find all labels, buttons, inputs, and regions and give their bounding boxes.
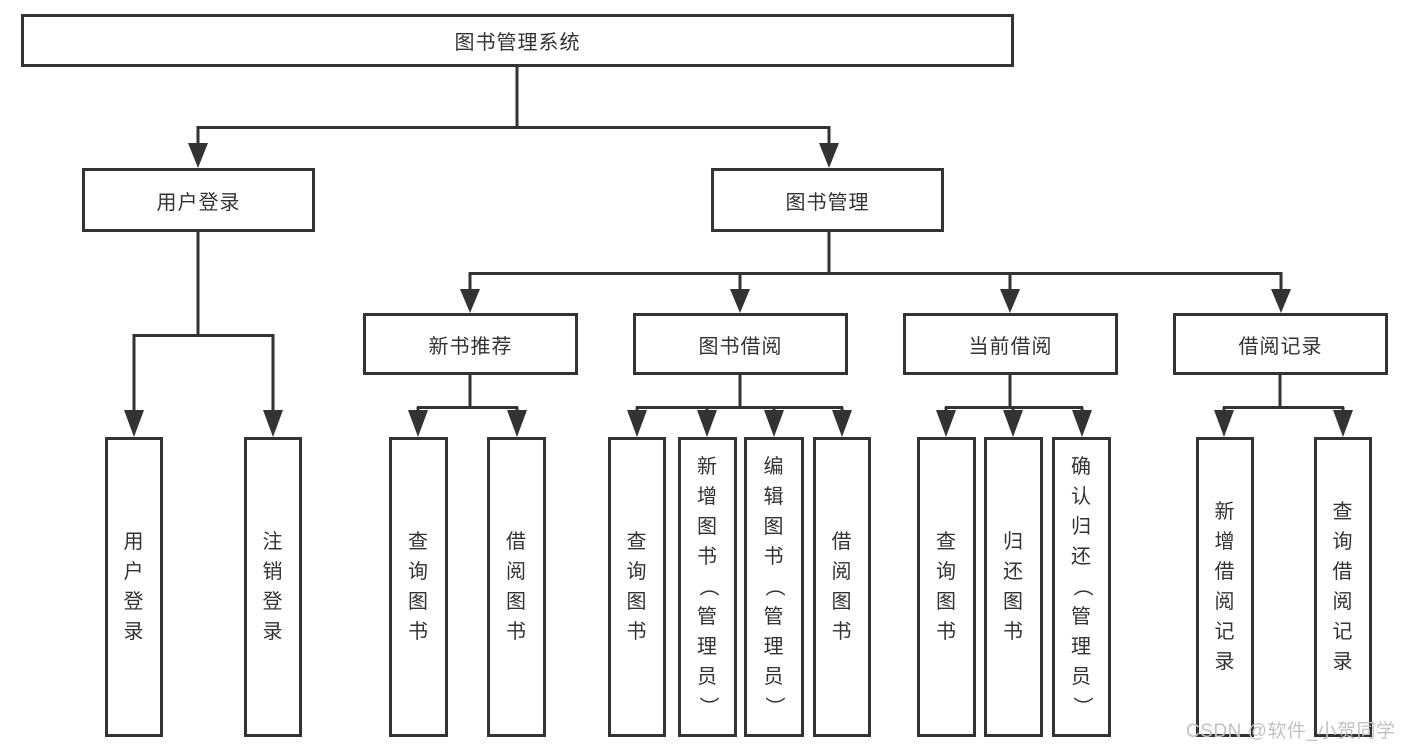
leaf-edit-books-admin: 编辑图书（管理员）	[744, 437, 804, 737]
node-current-borrowing: 当前借阅	[903, 313, 1118, 375]
node-user-login: 用户登录	[82, 168, 315, 232]
connector-bookmgmt-to-level3	[460, 232, 1291, 313]
leaf-borrow-books-2-label: 借阅图书	[831, 531, 853, 643]
leaf-edit-books-admin-label: 编辑图书（管理员）	[763, 456, 785, 718]
leaf-query-books-2-label: 查询图书	[626, 531, 648, 643]
csdn-watermark: CSDN @软件_小贺同学	[1186, 721, 1396, 742]
node-book-borrowing-label: 图书借阅	[698, 335, 783, 358]
leaf-add-books-admin-label: 新增图书（管理员）	[696, 456, 719, 718]
connector-newbookrec-to-leaves	[408, 375, 527, 437]
leaf-user-login-label: 用户登录	[123, 531, 145, 643]
leaf-query-books-1-label: 查询图书	[408, 531, 429, 643]
leaf-query-borrow-record-label: 查询借阅记录	[1332, 501, 1354, 673]
leaf-user-login: 用户登录	[105, 437, 163, 737]
leaf-add-borrow-record: 新增借阅记录	[1196, 437, 1254, 737]
leaf-query-books-3-label: 查询图书	[936, 531, 957, 643]
leaf-query-books-3: 查询图书	[917, 437, 976, 737]
leaf-confirm-return-admin: 确认归还（管理员）	[1052, 437, 1111, 737]
leaf-query-books-1: 查询图书	[389, 437, 448, 737]
leaf-return-books-label: 归还图书	[1003, 531, 1024, 643]
connector-root-to-level2	[188, 67, 839, 168]
node-system-root-label: 图书管理系统	[454, 32, 581, 54]
leaf-logout-label: 注销登录	[262, 531, 284, 643]
node-new-book-recommend: 新书推荐	[363, 313, 578, 375]
leaf-add-books-admin: 新增图书（管理员）	[678, 437, 737, 737]
node-borrowing-records: 借阅记录	[1173, 313, 1388, 375]
node-borrowing-records-label: 借阅记录	[1238, 335, 1323, 358]
leaf-borrow-books-1-label: 借阅图书	[506, 531, 527, 643]
node-system-root: 图书管理系统	[21, 14, 1014, 67]
leaf-borrow-books-1: 借阅图书	[487, 437, 546, 737]
node-new-book-recommend-label: 新书推荐	[428, 335, 513, 358]
node-book-management-label: 图书管理	[785, 191, 870, 214]
connector-currentborrow-to-leaves	[936, 375, 1092, 437]
node-user-login-label: 用户登录	[156, 191, 241, 214]
node-current-borrowing-label: 当前借阅	[968, 335, 1053, 358]
leaf-add-borrow-record-label: 新增借阅记录	[1214, 501, 1236, 673]
node-book-management: 图书管理	[711, 168, 944, 232]
connector-borrowrecords-to-leaves	[1214, 375, 1353, 437]
leaf-logout: 注销登录	[244, 437, 302, 737]
leaf-return-books: 归还图书	[984, 437, 1043, 737]
connector-bookborrow-to-leaves	[627, 375, 852, 437]
leaf-confirm-return-admin-label: 确认归还（管理员）	[1070, 456, 1093, 718]
node-book-borrowing: 图书借阅	[633, 313, 848, 375]
leaf-borrow-books-2: 借阅图书	[813, 437, 871, 737]
leaf-query-books-2: 查询图书	[608, 437, 666, 737]
leaf-query-borrow-record: 查询借阅记录	[1314, 437, 1372, 737]
connector-userlogin-to-leaves	[124, 232, 283, 437]
